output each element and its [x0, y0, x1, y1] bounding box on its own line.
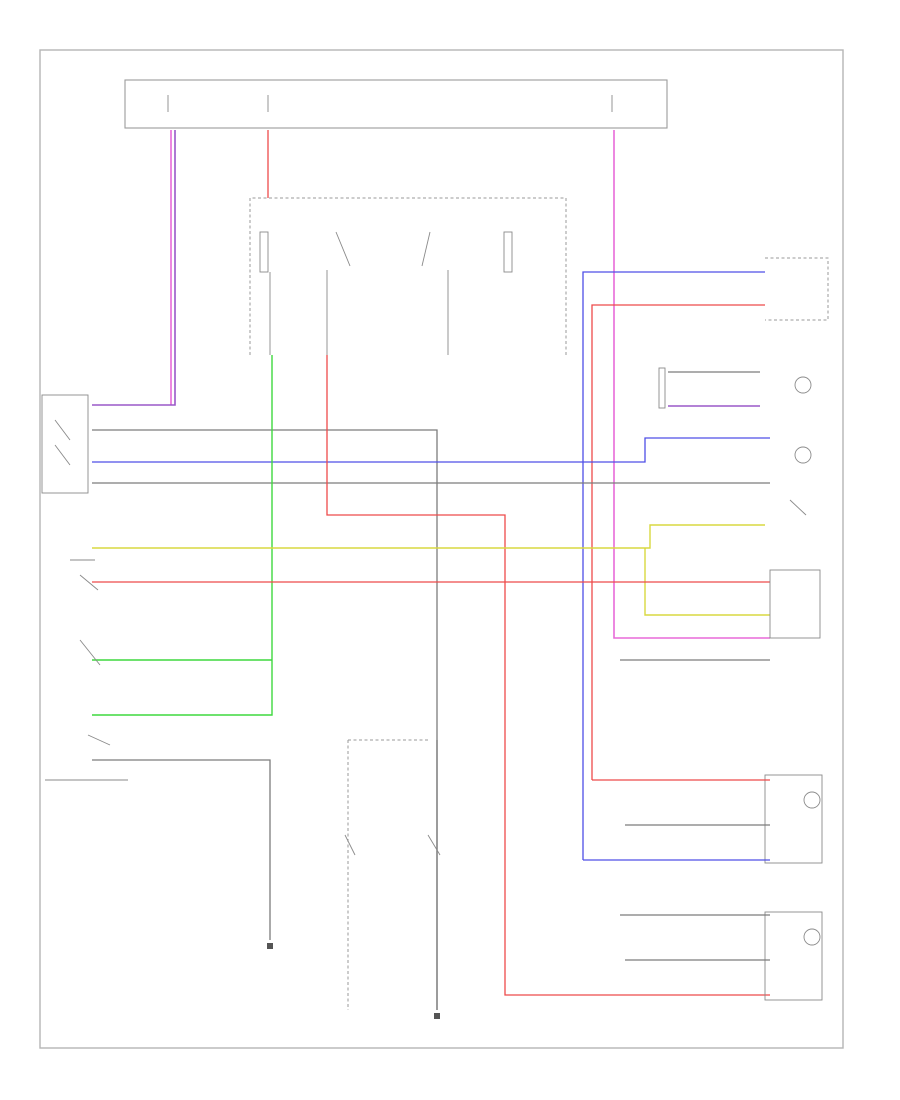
combination-meter	[765, 257, 829, 321]
ground-1	[267, 943, 273, 949]
dimmer-relay	[658, 367, 812, 464]
fuse-box	[124, 79, 668, 129]
diagram-frame	[39, 49, 844, 1049]
passing-switch	[41, 394, 89, 494]
dimmer-switch	[79, 639, 101, 666]
right-headlight	[583, 774, 823, 864]
relay-assembly	[249, 197, 567, 355]
left-headlight	[620, 911, 823, 1001]
combination-switch	[45, 734, 128, 781]
ground-connector	[344, 739, 441, 1019]
headlight-switch	[70, 499, 821, 639]
